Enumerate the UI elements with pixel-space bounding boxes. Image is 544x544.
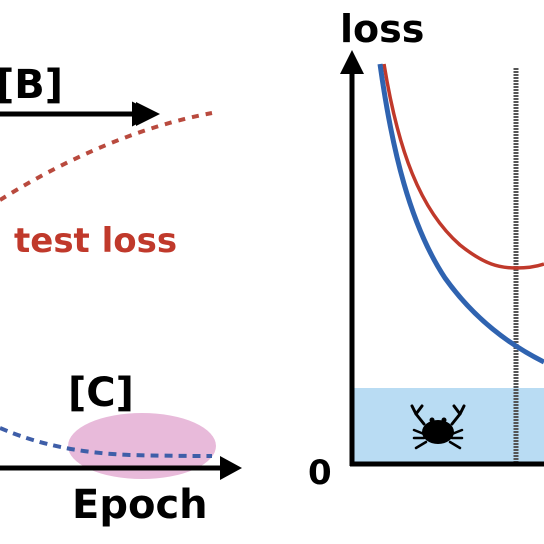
epoch-axis-arrow-head [220,456,242,480]
y-axis-label: loss [340,7,424,51]
crab-icon [410,404,466,450]
y-axis-arrow-head [340,50,364,74]
left-panel: [B] test loss [C] Epoch [0,62,242,528]
test-loss-curve [382,63,544,270]
train-loss-dashed-curve [0,426,213,458]
label-c: [C] [68,370,134,416]
upper-arrow-head [136,102,160,126]
test-loss-label: test loss [14,221,177,261]
right-panel: loss 0 [308,7,544,493]
label-b: [B] [0,62,63,108]
epoch-label: Epoch [72,482,208,528]
train-loss-curve [377,63,544,365]
test-loss-dashed-curve [0,111,213,202]
highlight-ellipse [68,413,216,479]
origin-label: 0 [308,453,332,493]
